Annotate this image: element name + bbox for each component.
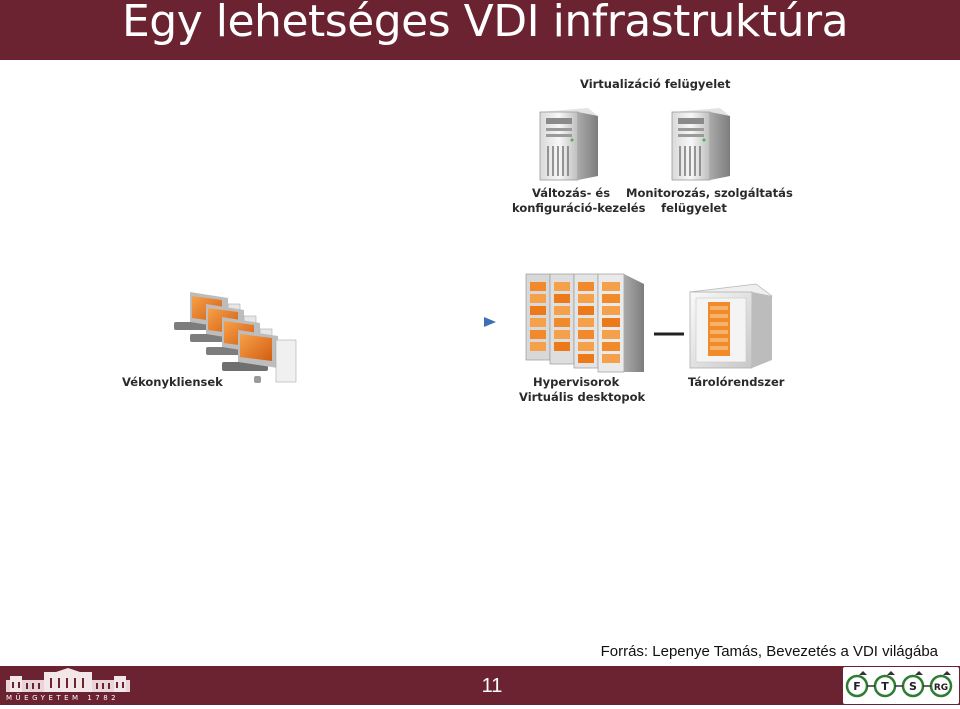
hypervisor-servers-icon — [525, 273, 644, 373]
hypervisors-label: Hypervisorok Virtuális desktopok — [519, 375, 645, 405]
management-server-monitoring-icon — [671, 108, 730, 181]
thin-clients-label: Vékonykliensek — [122, 375, 223, 389]
university-building-logo — [4, 668, 132, 699]
hypervisors-line1: Hypervisorok — [533, 375, 620, 389]
hypervisors-line2: Virtuális desktopok — [519, 390, 646, 404]
monitoring-line1: Monitorozás, szolgáltatás — [626, 186, 793, 200]
connection-arrow — [296, 317, 496, 327]
diagram-graphics — [174, 108, 773, 383]
storage-system-icon — [689, 283, 773, 369]
footer-bar: MŰEGYETEM 1782 11 F T S RG — [0, 666, 960, 705]
storage-label: Tárolórendszer — [688, 375, 785, 389]
slide-title: Egy lehetséges VDI infrastruktúra — [122, 0, 849, 47]
thin-clients-icon — [174, 292, 297, 383]
vdi-diagram: Virtualizáció felügyelet Változás- és ko… — [0, 60, 960, 465]
logo-letter-rg: RG — [934, 683, 948, 693]
building-icon — [6, 668, 130, 692]
title-bar: Egy lehetséges VDI infrastruktúra — [0, 0, 960, 60]
page-number: 11 — [481, 675, 503, 697]
change-mgmt-line1: Változás- és — [531, 186, 611, 200]
ftsrg-logo: F T S RG — [843, 667, 959, 704]
change-mgmt-label: Változás- és konfiguráció-kezelés — [512, 186, 646, 216]
logo-letter-t: T — [881, 680, 889, 693]
monitoring-label: Monitorozás, szolgáltatás felügyelet — [626, 186, 793, 216]
change-mgmt-line2: konfiguráció-kezelés — [512, 201, 646, 215]
ftsrg-logo-graphic: F T S RG — [845, 671, 953, 698]
monitoring-line2: felügyelet — [661, 201, 727, 215]
university-text: MŰEGYETEM 1782 — [6, 694, 120, 702]
logo-letter-f: F — [853, 680, 861, 693]
source-citation: Forrás: Lepenye Tamás, Bevezetés a VDI v… — [600, 643, 938, 660]
logo-letter-s: S — [909, 680, 917, 693]
management-header-label: Virtualizáció felügyelet — [580, 77, 731, 91]
management-server-change-icon — [539, 108, 598, 181]
